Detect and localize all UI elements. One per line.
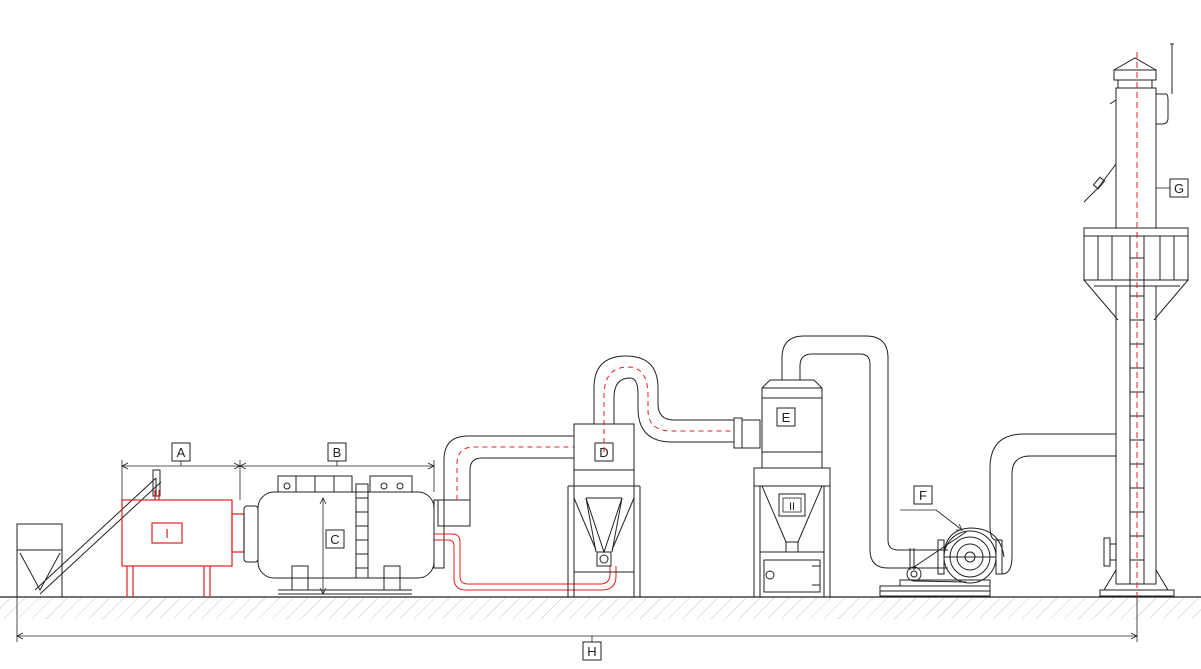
label-b-text: B — [333, 445, 342, 460]
scrubber-tower — [753, 379, 831, 597]
dimension-c — [319, 497, 327, 595]
label-a-text: A — [177, 445, 186, 460]
pipe-condenser-to-cyclone — [437, 435, 574, 527]
label-g-text: G — [1174, 181, 1184, 196]
centerline-b-d — [456, 446, 574, 500]
label-a: A — [171, 442, 191, 462]
dimension-h — [16, 597, 1138, 642]
pipe-cyclone-to-scrubber — [593, 355, 761, 449]
label-h-text: H — [587, 644, 596, 659]
label-f-text: F — [919, 488, 927, 503]
label-c-text: C — [330, 532, 339, 547]
label-b: B — [327, 442, 347, 462]
label-h: H — [582, 641, 602, 661]
reactor-unit — [121, 490, 245, 597]
pipe-fan-to-stack — [989, 433, 1116, 575]
screw-conveyor — [34, 469, 162, 595]
ground — [0, 596, 1201, 619]
chimney-stack — [1083, 43, 1189, 597]
pipe-scrubber-to-fan — [781, 335, 948, 570]
label-g: G — [1169, 178, 1189, 198]
centerline-d-e — [603, 366, 734, 452]
scrubber-window: II — [778, 493, 806, 517]
label-e-text: E — [782, 410, 791, 425]
label-d-text: D — [599, 445, 608, 460]
label-c: C — [325, 529, 345, 549]
dimension-b — [239, 460, 435, 492]
condenser-unit — [243, 475, 445, 595]
reactor-mark: I — [165, 526, 169, 541]
drain-pipe — [434, 533, 617, 591]
induced-draft-fan — [879, 527, 1005, 597]
label-e: E — [776, 407, 796, 427]
feed-hopper — [16, 523, 63, 598]
dimension-a — [121, 460, 241, 500]
leader-f — [900, 509, 963, 531]
label-f: F — [913, 485, 933, 505]
scrubber-mark: II — [789, 501, 795, 513]
